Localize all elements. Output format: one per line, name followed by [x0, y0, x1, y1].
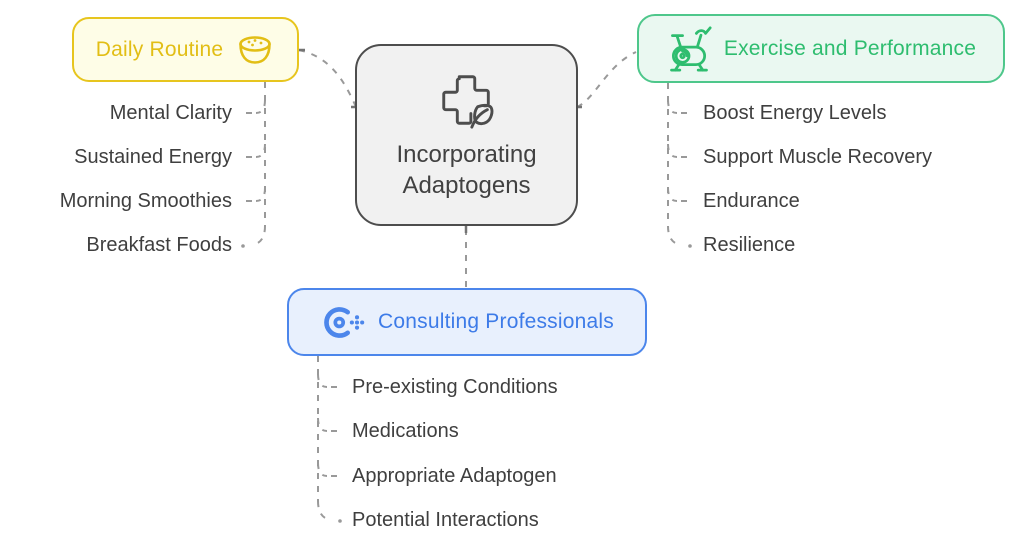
center-node-label: Incorporating Adaptogens [396, 141, 537, 199]
branch-node-label: Consulting Professionals [378, 310, 614, 333]
child-item: Potential Interactions [352, 509, 539, 531]
child-item: Resilience [703, 234, 796, 256]
child-item: Mental Clarity [109, 102, 232, 124]
child-item: Appropriate Adaptogen [352, 465, 557, 487]
child-item: Endurance [703, 190, 800, 212]
child-item: Morning Smoothies [59, 190, 232, 212]
branch-node-label: Exercise and Performance [723, 36, 977, 60]
branch-node-label: Daily Routine [95, 37, 224, 61]
child-item: Pre-existing Conditions [352, 376, 558, 398]
child-item: Support Muscle Recovery [703, 146, 932, 168]
branch-node-daily-routine: Daily Routine [72, 17, 299, 82]
cereal-bowl-icon [235, 32, 275, 68]
child-item: Sustained Energy [74, 146, 232, 168]
ring-with-dots-icon [320, 301, 366, 344]
exercise-bike-icon [666, 24, 712, 74]
child-item: Boost Energy Levels [703, 102, 887, 124]
center-node: Incorporating Adaptogens [355, 44, 578, 226]
child-item: Breakfast Foods [86, 234, 232, 256]
branch-node-exercise-performance: Exercise and Performance [637, 14, 1005, 83]
medical-cross-leaf-icon [436, 69, 498, 131]
branch-node-consulting-professionals: Consulting Professionals [287, 288, 647, 356]
child-item: Medications [352, 420, 459, 442]
